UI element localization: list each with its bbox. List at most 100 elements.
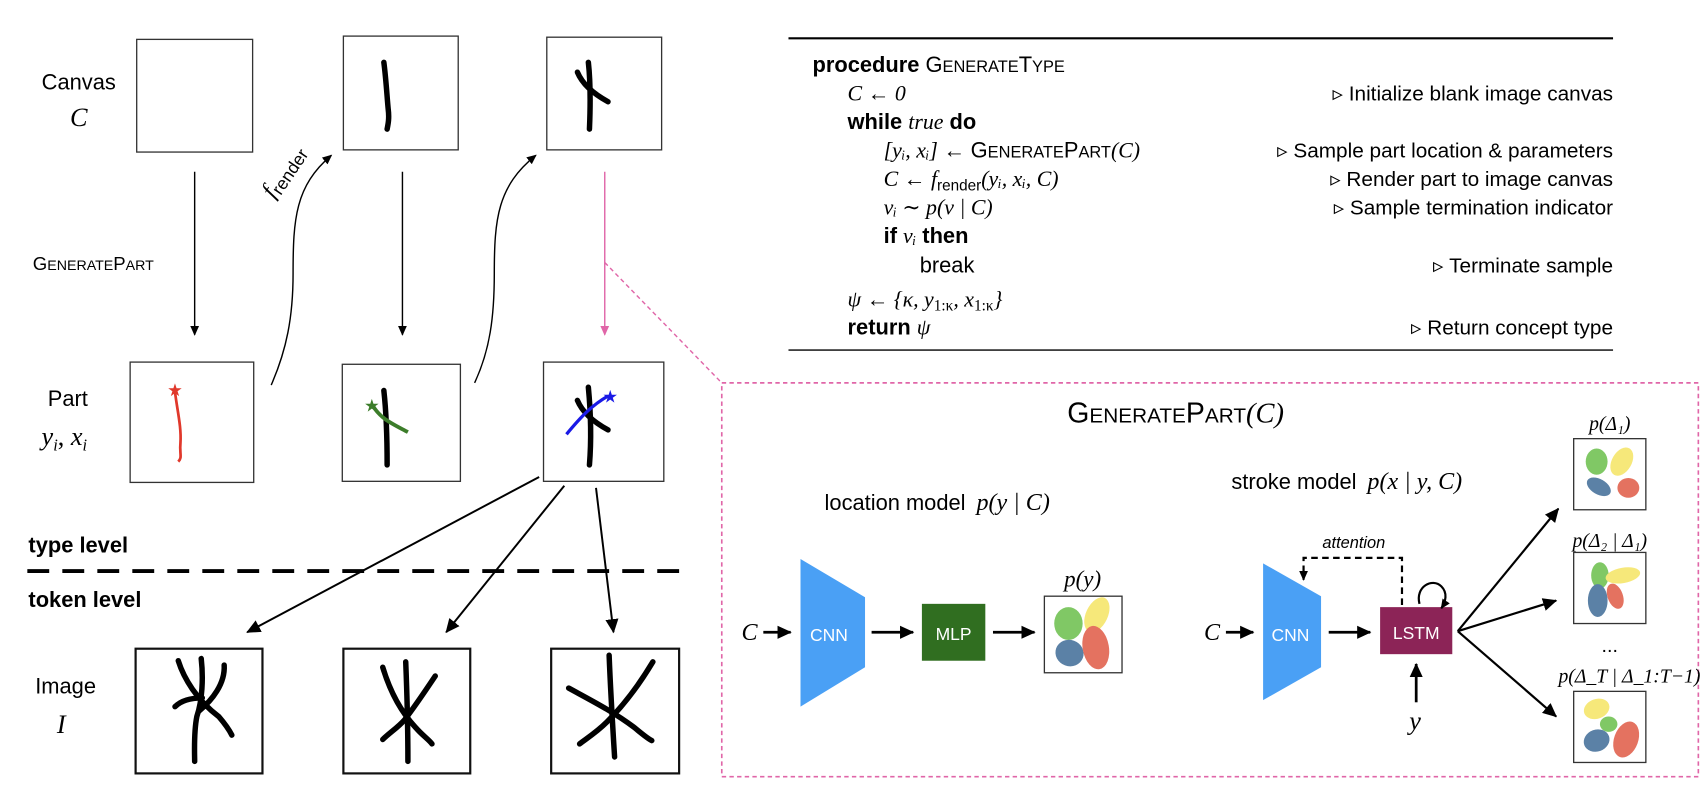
token-arrow-2: [445, 485, 566, 634]
f-render-arrow-1: [270, 154, 333, 386]
blob-blue: [1587, 584, 1608, 617]
algo-line-5-code: vᵢ ∼ p(v | C): [884, 195, 993, 219]
location-cnn-label: CNN: [810, 625, 848, 645]
algo-line-7-code: break: [920, 252, 975, 277]
algo-line-4-code: C ← frender(yᵢ, xᵢ, C): [884, 167, 1059, 194]
blob-yellow: [1084, 597, 1110, 633]
algo-line-8-code: ψ ← {κ, y1:κ, x1:κ}: [848, 287, 1003, 314]
algo-line-1-code: C ← 0: [848, 82, 906, 106]
output-1-label: p(Δ₁): [1587, 413, 1630, 435]
token-image-3-character: [565, 652, 656, 760]
part-2-stroke: [371, 404, 409, 434]
token-level-label: token level: [28, 587, 141, 612]
part-1-stroke: [173, 391, 182, 463]
image-symbol: I: [56, 710, 67, 739]
algo-line-1-comment: ▹ Initialize blank image canvas: [1333, 83, 1614, 106]
canvas-box-empty: [136, 38, 254, 153]
location-output-box: [1043, 595, 1123, 674]
algorithm-header: procedure GENERATETYPE: [813, 52, 1065, 77]
stroke-cnn-label: CNN: [1271, 625, 1309, 645]
algo-line-6: if vᵢ then: [884, 223, 969, 248]
token-image-1-character: [172, 655, 235, 765]
part-box-1: [129, 361, 255, 484]
location-cnn-block: [800, 558, 866, 707]
part-3-canvas-stroke-b: [574, 397, 611, 433]
outputs-ellipsis: ...: [1602, 635, 1618, 657]
algo-line-2: while true do: [847, 109, 977, 134]
image-label: Image: [35, 674, 96, 699]
lstm-block: [1380, 607, 1453, 655]
blob-red: [1617, 478, 1640, 498]
blob-green: [1599, 716, 1618, 732]
algo-line-9: return ψ: [848, 315, 931, 340]
output-2-blobs: [1587, 562, 1641, 617]
canvas-symbol: C: [70, 103, 88, 132]
blob-red: [1606, 583, 1624, 609]
stroke-input-c: C: [1204, 620, 1221, 646]
location-output-blobs: [1054, 597, 1110, 670]
f-render-label: frender: [257, 140, 313, 204]
blob-blue: [1586, 477, 1611, 497]
algo-line-5-comment: ▹ Sample termination indicator: [1334, 196, 1613, 219]
canvas-2-stroke-b: [574, 69, 611, 105]
part-3-start-star-icon: ★: [602, 387, 618, 407]
algo-line-3-code: [yᵢ, xᵢ] ← GENERATEPART(C): [884, 138, 1140, 163]
output-arrow-1: [1456, 507, 1560, 632]
attention-label: attention: [1322, 534, 1385, 552]
part-symbol: yi, xi: [39, 422, 88, 454]
attention-arrow: [1299, 556, 1404, 605]
output-1-box: [1573, 438, 1647, 511]
canvas-2-stroke-a: [585, 59, 593, 132]
blob-blue: [1055, 639, 1084, 667]
blob-green: [1054, 607, 1083, 640]
y-input-label: y: [1406, 707, 1421, 736]
f-render-arrow-2: [473, 154, 537, 384]
mlp-label: MLP: [936, 624, 972, 644]
part-box-3: [542, 361, 665, 482]
location-input-c: C: [741, 620, 758, 646]
blob-yellow: [1610, 447, 1634, 476]
blob-yellow: [1583, 698, 1610, 720]
lstm-label: LSTM: [1393, 623, 1440, 643]
part-2-start-star-icon: ★: [364, 395, 380, 415]
type-level-label: type level: [28, 532, 128, 557]
blob-blue: [1583, 729, 1610, 752]
left-panel: Canvas C Part yi, xi Image I GENERATEPAR…: [27, 35, 687, 775]
part-box-2: [341, 363, 462, 482]
generate-part-label: GENERATEPART: [33, 253, 154, 274]
algo-line-3-comment: ▹ Sample part location & parameters: [1277, 140, 1613, 163]
lstm-recurrent-loop-icon: [1417, 581, 1450, 610]
token-arrow-3: [595, 487, 619, 634]
output-3-blobs: [1583, 698, 1640, 758]
part-3-stroke: [565, 394, 609, 436]
output-1-blobs: [1585, 447, 1640, 498]
output-3-label: p(Δ_T | Δ_1:T−1): [1556, 666, 1700, 688]
token-image-2-character: [380, 659, 438, 765]
part-2-canvas-stroke: [381, 387, 390, 468]
algo-line-7-comment: ▹ Terminate sample: [1433, 254, 1613, 277]
output-2-label: p(Δ₂ | Δ₁): [1570, 530, 1647, 552]
part-3-canvas-stroke-a: [585, 384, 594, 468]
algorithm-block: procedure GENERATETYPE C ← 0 ▹ Initializ…: [788, 37, 1614, 351]
generate-part-title: GENERATEPART(C): [1067, 397, 1284, 429]
canvas-box-2: [546, 36, 663, 151]
blob-green: [1585, 448, 1608, 475]
algo-line-9-comment: ▹ Return concept type: [1411, 317, 1613, 340]
blob-green: [1591, 562, 1609, 589]
blob-yellow: [1605, 567, 1641, 584]
token-arrow-1: [246, 476, 540, 634]
part-label: Part: [48, 386, 88, 411]
output-arrow-2: [1457, 598, 1558, 633]
generate-part-box-border: [720, 382, 1700, 778]
canvas-box-1: [342, 35, 459, 151]
canvas-label: Canvas: [42, 70, 116, 95]
blob-red: [1613, 721, 1640, 758]
canvas-1-stroke: [381, 59, 392, 132]
blob-red: [1082, 625, 1110, 670]
location-output-label: p(y): [1062, 566, 1101, 591]
part-1-start-star-icon: ★: [167, 380, 183, 400]
